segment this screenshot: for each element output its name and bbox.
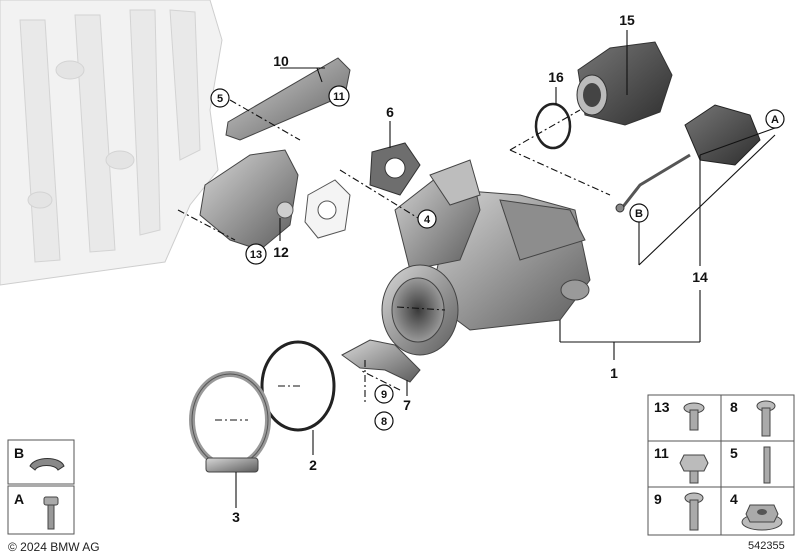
svg-text:B: B	[635, 208, 643, 220]
torx-bolt-short-icon	[683, 402, 705, 431]
svg-text:9: 9	[381, 389, 387, 401]
bolt-icon-a	[43, 496, 59, 530]
stud-icon	[763, 446, 771, 484]
gasket-outline	[304, 179, 351, 239]
circled-callout-9: 9	[374, 384, 394, 404]
callout-6: 6	[386, 104, 394, 120]
circled-callout-4: 4	[417, 209, 437, 229]
side-legend-a-label: A	[14, 491, 24, 507]
hardware-legend: 13 8 11 5 9 4	[647, 394, 795, 536]
actuator	[615, 104, 761, 213]
legend-label-11: 11	[654, 445, 669, 461]
hex-bolt-icon	[679, 454, 709, 484]
circled-callout-13: 13	[245, 243, 267, 265]
turbocharger	[381, 159, 591, 356]
gasket-6	[369, 142, 421, 196]
svg-text:11: 11	[333, 91, 345, 103]
side-legend: B A	[7, 439, 75, 535]
circled-callout-11: 11	[328, 85, 350, 107]
circled-callouts: 4 5 8 9 11 13 A B	[210, 85, 785, 431]
callout-1: 1	[610, 365, 618, 381]
circlip-icon	[29, 458, 65, 471]
circled-ref-a: A	[765, 109, 785, 129]
callout-14: 14	[692, 269, 708, 285]
legend-label-9: 9	[654, 491, 662, 507]
legend-label-5: 5	[730, 445, 738, 461]
svg-text:5: 5	[217, 93, 223, 105]
callout-labels: 1 2 3 6 7 10 12 14 15 16	[232, 12, 708, 525]
flange-nut-icon	[741, 504, 783, 531]
svg-text:13: 13	[250, 249, 262, 261]
throttle-unit	[576, 41, 673, 126]
seal-ring-16	[534, 102, 572, 150]
svg-text:A: A	[771, 114, 779, 126]
svg-text:4: 4	[424, 214, 431, 226]
circled-callout-8: 8	[374, 411, 394, 431]
callout-10: 10	[273, 53, 289, 69]
callout-3: 3	[232, 509, 240, 525]
leader-lines	[177, 30, 776, 508]
bolt-icon-9	[684, 492, 704, 531]
heat-shield-lower	[199, 149, 299, 251]
legend-label-8: 8	[730, 399, 738, 415]
callout-12: 12	[273, 244, 289, 260]
circled-callout-5: 5	[210, 88, 230, 108]
legend-label-4: 4	[730, 491, 738, 507]
svg-text:8: 8	[381, 416, 387, 428]
v-band-clamp	[189, 371, 271, 473]
callout-7: 7	[403, 397, 411, 413]
callout-16: 16	[548, 69, 564, 85]
torx-bolt-long-icon	[756, 400, 776, 437]
legend-label-13: 13	[654, 399, 670, 415]
side-legend-b-label: B	[14, 445, 24, 461]
diagram-id: 542355	[748, 540, 785, 552]
callout-15: 15	[619, 12, 635, 28]
copyright-notice: © 2024 BMW AG	[8, 540, 100, 554]
sealing-ring	[260, 340, 336, 432]
callout-2: 2	[309, 457, 317, 473]
circled-ref-b: B	[629, 203, 649, 223]
bracket-7	[341, 339, 421, 383]
engine-block	[0, 0, 223, 286]
